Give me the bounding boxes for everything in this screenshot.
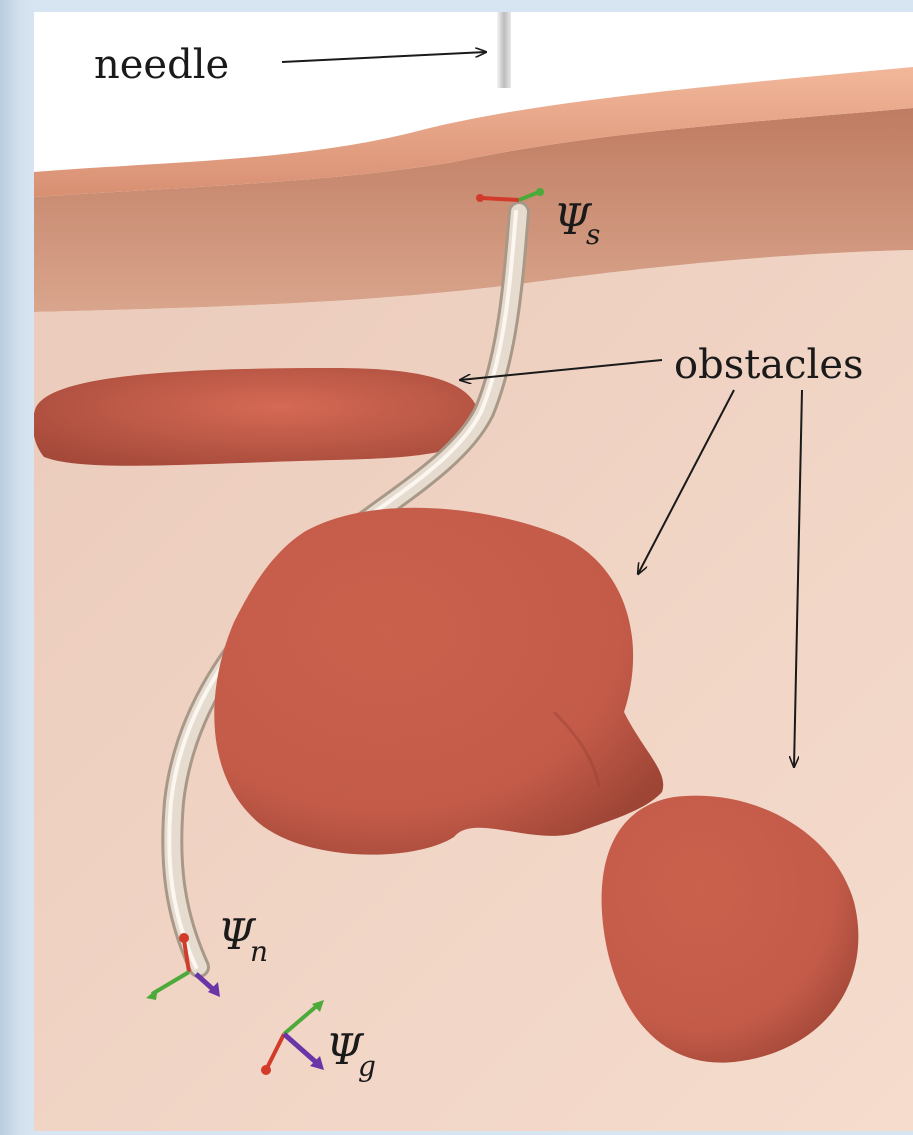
figure-canvas: needle obstacles Ψ s Ψ n Ψ g	[34, 12, 913, 1131]
needle-frame-subscript: n	[250, 935, 268, 968]
needle-steering-figure: needle obstacles Ψ s Ψ n Ψ g	[34, 12, 913, 1131]
goal-frame-subscript: g	[358, 1050, 376, 1083]
start-frame-subscript: s	[586, 218, 600, 251]
obstacles-label: obstacles	[674, 342, 864, 388]
obstacle-irregular	[214, 508, 663, 855]
needle-label: needle	[94, 42, 229, 88]
needle-shaft	[497, 12, 511, 88]
obstacle-flat	[34, 368, 480, 466]
